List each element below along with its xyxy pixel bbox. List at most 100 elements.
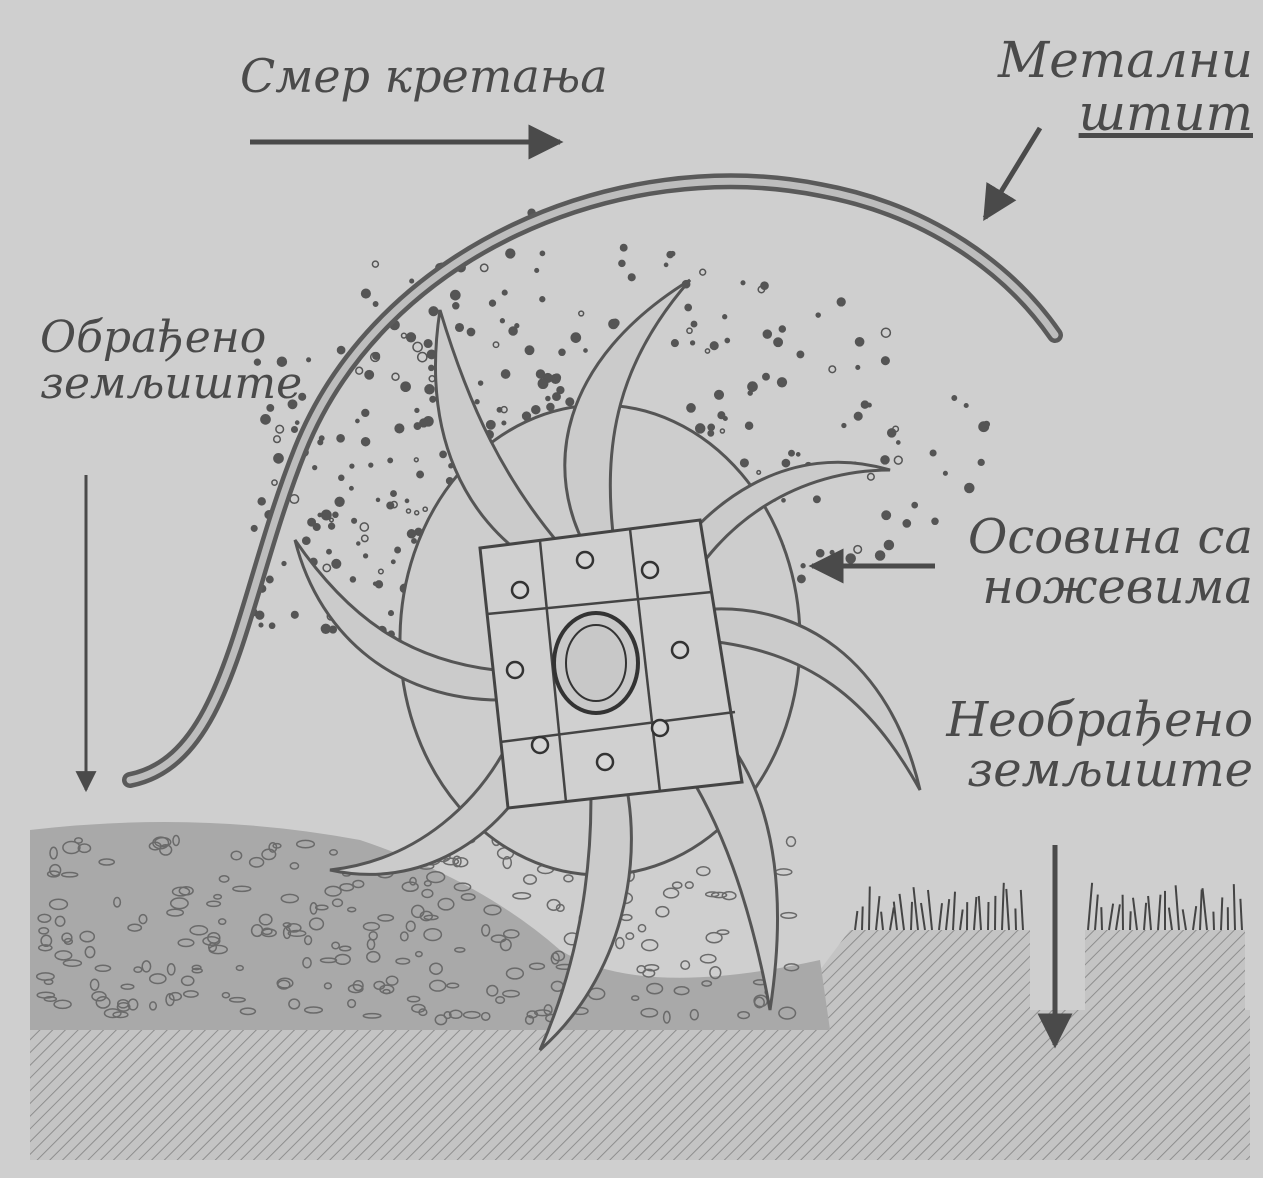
soil-particle [251, 526, 257, 532]
soil-clod [776, 869, 792, 875]
axle-hub [480, 520, 742, 808]
soil-particle [256, 611, 264, 619]
soil-particle [774, 338, 782, 346]
axle-with-knives-label: Осовина са ножевима [955, 512, 1253, 613]
grass-blade [869, 887, 870, 931]
soil-particle [881, 328, 890, 337]
soil-particle [356, 367, 363, 374]
soil-particle [535, 269, 539, 273]
soil-particle [816, 313, 820, 317]
soil-particle [372, 261, 378, 267]
grass-blade [1133, 898, 1137, 930]
soil-particle [479, 381, 483, 385]
grass-blade [900, 894, 905, 930]
grass-surface [855, 883, 1242, 930]
treated-soil-label: Обрађено земљиште [40, 315, 302, 407]
soil-particle [388, 458, 392, 462]
grass-blade [1144, 903, 1146, 930]
soil-particle [725, 338, 729, 342]
soil-particle [797, 453, 800, 456]
grass-blade [1101, 907, 1102, 930]
soil-particle [259, 623, 263, 627]
soil-particle [540, 251, 544, 255]
soil-particle [308, 519, 315, 526]
grass-blade [939, 903, 942, 930]
soil-clod [673, 882, 682, 888]
soil-particle [481, 264, 488, 271]
grass-blade [979, 896, 981, 930]
soil-particle [453, 303, 459, 309]
soil-particle [261, 415, 270, 424]
soil-particle [362, 438, 370, 446]
soil-particle [763, 374, 769, 380]
soil-particle [846, 554, 855, 563]
grass-blade [960, 910, 963, 931]
soil-particle [566, 398, 574, 406]
soil-particle [718, 412, 725, 419]
soil-particle [425, 385, 434, 394]
grass-blade [1221, 897, 1222, 930]
soil-particle [817, 550, 824, 557]
soil-particle [401, 382, 410, 391]
untreated-soil-label: Необрађено земљиште [920, 695, 1253, 796]
soil-particle [801, 564, 805, 568]
soil-particle [944, 472, 948, 476]
soil-clod [697, 867, 710, 876]
soil-clod [681, 961, 690, 969]
soil-particle [392, 560, 395, 563]
soil-particle [854, 546, 862, 554]
grass-blade [921, 903, 925, 930]
hub-bolt [597, 754, 613, 770]
axle-line-2: ножевима [955, 562, 1253, 612]
soil-particle [685, 304, 691, 310]
soil-particle [258, 498, 265, 505]
soil-particle [296, 421, 299, 424]
soil-particle [868, 474, 875, 481]
soil-clod [664, 888, 679, 898]
soil-particle [903, 520, 910, 527]
soil-particle [757, 471, 761, 475]
soil-particle [882, 357, 890, 365]
soil-particle [274, 454, 283, 463]
soil-particle [665, 263, 668, 266]
soil-particle [741, 459, 749, 467]
soil-particle [837, 298, 845, 306]
soil-particle [412, 539, 416, 543]
soil-particle [708, 431, 713, 436]
soil-particle [451, 291, 460, 300]
soil-particle [502, 370, 510, 378]
soil-particle [335, 497, 344, 506]
soil-particle [267, 576, 273, 582]
soil-particle [842, 424, 846, 428]
soil-particle [894, 456, 902, 464]
treated-line-2: земљиште [40, 361, 302, 407]
soil-particle [292, 612, 299, 619]
soil-particle [912, 503, 917, 508]
soil-clod [717, 930, 729, 934]
soil-particle [882, 511, 890, 519]
untreated-line-1: Необрађено [920, 695, 1253, 745]
soil-particle [376, 581, 383, 588]
soil-particle [407, 333, 416, 342]
grass-blade [894, 902, 897, 930]
soil-particle [829, 366, 836, 373]
soil-particle [323, 564, 330, 571]
soil-particle [559, 349, 565, 355]
soil-particle [964, 404, 968, 408]
shield-pointer-arrow [985, 128, 1040, 218]
soil-particle [502, 421, 506, 425]
soil-particle [696, 424, 705, 433]
soil-particle [339, 475, 344, 480]
grass-blade [1130, 911, 1131, 930]
grass-blade [1109, 904, 1113, 930]
soil-particle [333, 512, 338, 517]
soil-particle [571, 333, 580, 342]
hub-bolt [532, 737, 548, 753]
grass-blade [890, 907, 894, 930]
soil-particle [814, 496, 820, 502]
grass-blade [862, 907, 863, 931]
soil-particle [789, 451, 794, 456]
soil-particle [797, 351, 803, 357]
grass-blade [1088, 883, 1092, 930]
